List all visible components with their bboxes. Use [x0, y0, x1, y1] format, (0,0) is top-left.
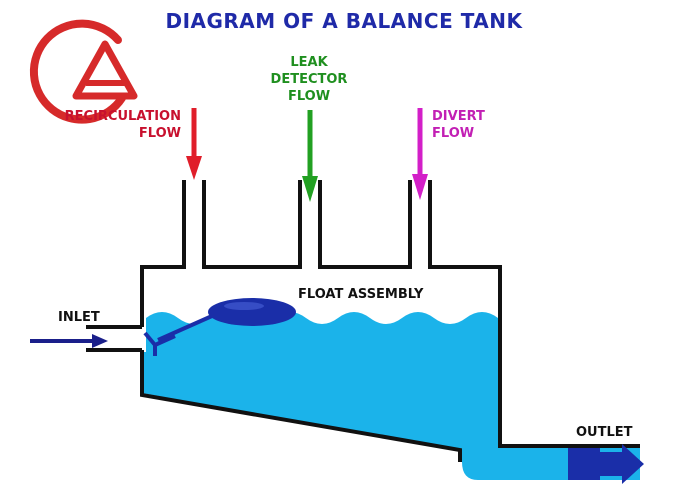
inlet-arrow — [30, 334, 108, 348]
recirculation-label-line2: FLOW — [139, 126, 181, 141]
recirculation-label-line1: RECIRCULATION — [65, 109, 181, 124]
outlet-pipe-water — [500, 448, 570, 480]
outlet-arrow — [570, 444, 644, 484]
recirculation-arrow — [186, 108, 202, 180]
diagram-title: DIAGRAM OF A BALANCE TANK — [165, 9, 523, 33]
float-assembly-label: FLOAT ASSEMBLY — [298, 287, 424, 302]
circle-triangle-logo-icon — [29, 19, 138, 124]
tank-outline — [140, 180, 640, 462]
leak-detector-arrow — [302, 110, 318, 202]
inlet-pipe — [86, 325, 142, 352]
outlet-label: OUTLET — [576, 425, 633, 440]
divert-arrow — [412, 108, 428, 200]
leak-detector-label-line1: LEAK — [290, 55, 328, 70]
water-body — [142, 312, 640, 480]
divert-label-line1: DIVERT — [432, 109, 485, 124]
leak-detector-label-line3: FLOW — [288, 89, 330, 104]
divert-label-line2: FLOW — [432, 126, 474, 141]
leak-detector-label-line2: DETECTOR — [271, 72, 348, 87]
inlet-label: INLET — [58, 310, 100, 325]
float-assembly — [143, 298, 296, 356]
